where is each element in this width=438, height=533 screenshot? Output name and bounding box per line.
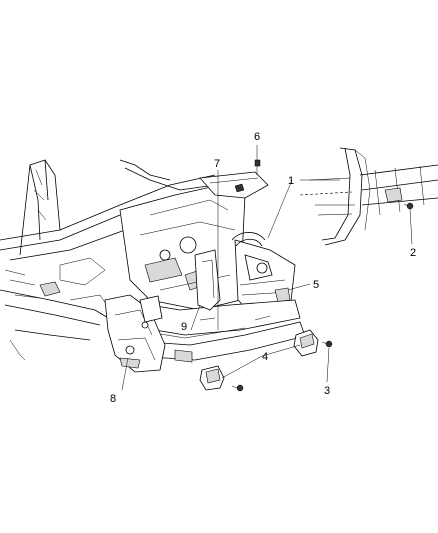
cowl-top-panel [199, 171, 269, 199]
callout-3: 3 [324, 385, 330, 397]
leader-4b [221, 355, 263, 379]
callout-4: 4 [262, 351, 268, 363]
inset-bolt [403, 202, 414, 210]
leader-3 [326, 347, 330, 383]
leader-lines [121, 145, 413, 391]
vertical-reinforcement [139, 249, 221, 323]
leader-9 [190, 304, 201, 331]
callouts: 1 2 3 4 5 6 7 8 9 [110, 131, 416, 405]
cowl-bolt [254, 159, 261, 175]
callout-2: 2 [410, 247, 416, 259]
inset-a-pillar-detail [299, 147, 438, 246]
callout-1: 1 [288, 175, 294, 187]
leader-1a [267, 179, 293, 239]
callout-5: 5 [313, 279, 319, 291]
right-apron-shock-tower [234, 239, 296, 319]
bolt-upper [321, 340, 333, 348]
callout-8: 8 [110, 393, 116, 405]
callout-9: 9 [181, 321, 187, 333]
a-pillar-ring-left [231, 232, 266, 247]
body-left-structure [0, 159, 216, 361]
leader-8 [121, 357, 129, 391]
bolt-lower [231, 384, 244, 392]
leader-2 [409, 208, 413, 245]
callout-7: 7 [214, 158, 220, 170]
callout-6: 6 [254, 131, 260, 143]
leader-5 [287, 283, 311, 291]
cowl-dash-panel [119, 184, 246, 311]
isolators-and-bolts [199, 329, 333, 392]
leader-4a [261, 344, 301, 357]
